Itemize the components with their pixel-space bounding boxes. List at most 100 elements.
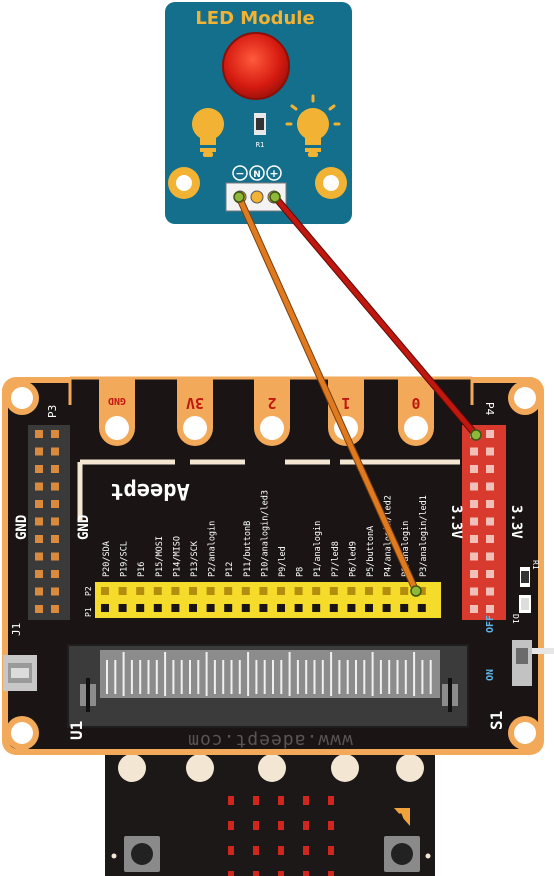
header-pin — [51, 535, 59, 543]
usb-port[interactable] — [3, 655, 37, 691]
orange-wire[interactable] — [236, 194, 419, 594]
connector-tooth — [263, 660, 266, 694]
matrix-led — [228, 871, 234, 876]
edge-pad-label: 3V — [186, 394, 204, 412]
header-pin — [118, 587, 127, 595]
power-switch[interactable] — [512, 640, 554, 686]
matrix-led — [303, 871, 309, 876]
connector-tooth — [346, 660, 349, 694]
header-pin — [486, 587, 494, 596]
microbit-ring-3 — [331, 754, 359, 782]
header-pin — [35, 430, 43, 438]
header-j1-label: J1 — [10, 623, 23, 636]
button-a[interactable] — [384, 836, 420, 872]
matrix-led — [253, 846, 259, 855]
header-pin — [51, 430, 59, 438]
header-pin — [35, 535, 43, 543]
header-pin — [51, 465, 59, 473]
pin-label: P9/led — [278, 546, 288, 577]
matrix-led — [228, 846, 234, 855]
header-pin — [365, 587, 373, 595]
connector-tooth — [172, 660, 175, 694]
connector-tooth — [330, 652, 333, 696]
bulb-on-icon — [285, 94, 341, 157]
gnd-label-right: GND — [76, 515, 92, 540]
header-pin — [329, 587, 338, 595]
matrix-led — [253, 796, 259, 805]
microbit-dot — [111, 853, 117, 859]
wire-end — [269, 191, 281, 203]
connector-tooth — [255, 660, 258, 694]
header-pin — [51, 552, 59, 561]
connector-tooth — [421, 660, 424, 694]
connector-tooth — [114, 660, 117, 694]
pin-label: P15/MOSI — [155, 536, 165, 577]
header-pin — [400, 604, 409, 612]
header-pin — [347, 587, 356, 595]
header-pin — [51, 500, 59, 508]
header-pin — [241, 604, 250, 612]
edge-pad-4[interactable]: 0 — [398, 378, 434, 446]
edge-pad-label: GND — [108, 395, 126, 406]
red-wire[interactable] — [272, 194, 479, 438]
matrix-led — [303, 796, 309, 805]
header-pin — [294, 604, 303, 612]
header-pin — [486, 430, 494, 438]
microbit-ring-4 — [396, 754, 424, 782]
pin-label: P16 — [137, 562, 147, 577]
pin-label: P8 — [296, 567, 306, 577]
button-a-label: A — [397, 813, 404, 823]
connector-tooth — [288, 652, 291, 696]
header-pin — [312, 604, 321, 612]
connector-tooth — [147, 660, 150, 694]
matrix-led — [328, 821, 334, 830]
edge-pad-1[interactable]: 3V — [177, 378, 213, 446]
header-pin — [417, 604, 426, 612]
resistor-r1-module: R1 — [254, 113, 266, 149]
pin-label: P1/analogin — [313, 521, 323, 577]
terminal-labels: − N + — [232, 165, 282, 181]
header-pin — [171, 604, 180, 612]
pin-label: P5/buttonA — [366, 526, 376, 577]
header-pin — [486, 500, 494, 508]
matrix-led — [303, 821, 309, 830]
matrix-led — [303, 846, 309, 855]
connector-tooth — [180, 660, 183, 694]
edge-pad-2[interactable]: 2 — [254, 378, 290, 446]
header-pin — [35, 465, 43, 473]
header-pin — [35, 517, 43, 526]
header-pin — [470, 500, 478, 508]
matrix-led — [278, 796, 284, 805]
header-pin — [277, 587, 285, 595]
led-d1: D1 — [511, 595, 531, 624]
connector-tooth — [305, 660, 308, 694]
led-module: LED Module R1 — [165, 2, 352, 224]
header-pin — [136, 587, 145, 595]
pin-label: P14/MISO — [172, 536, 182, 577]
header-pin — [470, 552, 478, 561]
header-pin — [312, 587, 321, 595]
edge-pad-0[interactable]: GND — [99, 378, 135, 446]
header-pin — [470, 587, 478, 596]
resistor-r1: R1 — [520, 560, 540, 587]
matrix-led — [278, 871, 284, 876]
button-b[interactable] — [124, 836, 160, 872]
header-pin — [470, 482, 478, 491]
connector-tooth — [247, 652, 250, 696]
header-pin — [329, 604, 338, 612]
header-pin — [153, 587, 162, 595]
header-pin — [241, 587, 250, 595]
header-p4[interactable]: P4 — [462, 402, 506, 620]
microbit-ring-1 — [186, 754, 214, 782]
header-pin — [400, 587, 409, 595]
header-pin — [259, 604, 268, 612]
header-pin — [101, 604, 109, 612]
connector-tooth — [155, 660, 158, 694]
pin-label: P6/led9 — [348, 541, 358, 577]
edge-pad-label: 0 — [411, 394, 420, 412]
header-pin — [224, 604, 233, 612]
header-pin — [118, 604, 127, 612]
pin-label: P11/buttonB — [243, 521, 253, 577]
